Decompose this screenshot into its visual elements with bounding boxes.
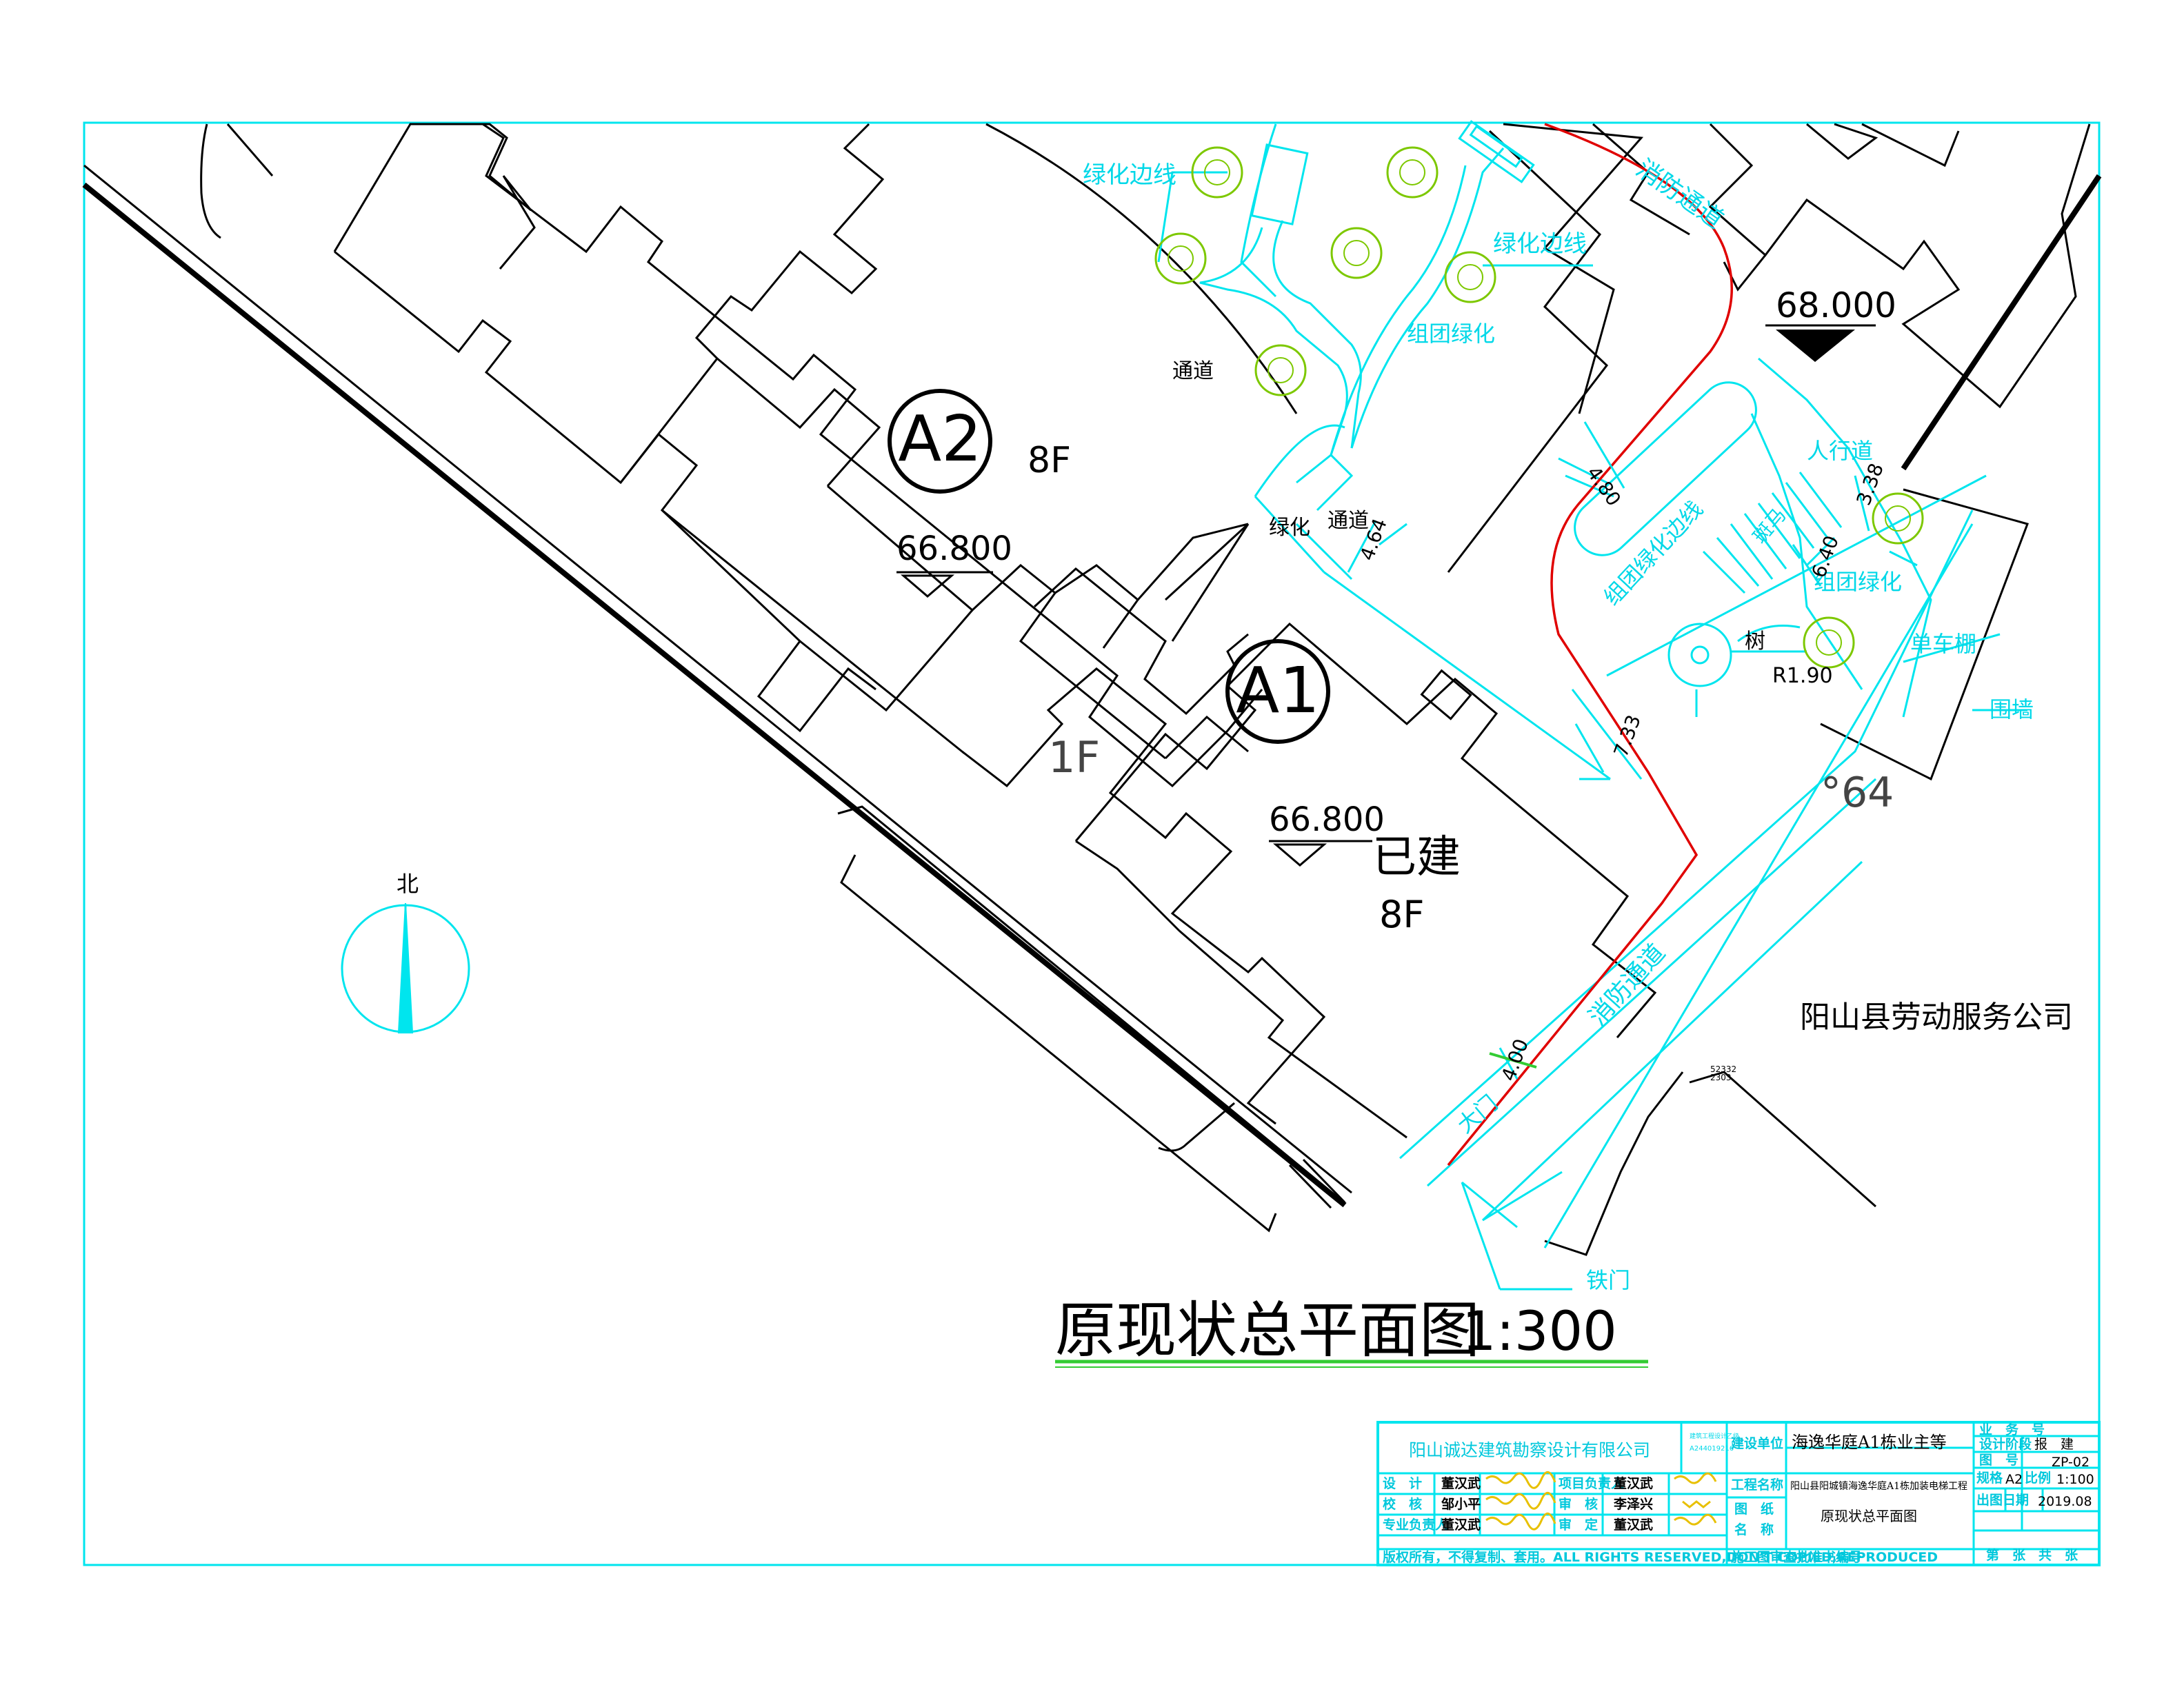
tb-drawing-name: 原现状总平面图 [1821, 1508, 1917, 1524]
tb-sheet-label: 第 张 共 张 [1986, 1547, 2078, 1563]
dim-r1-90: R1.90 [1772, 664, 1833, 688]
small-note-1: 52332 [1710, 1064, 1736, 1074]
dimension-ticks [1347, 421, 1870, 1080]
small-note-2: 2303 [1710, 1073, 1732, 1082]
group-green-label-1: 组团绿化 [1407, 321, 1495, 347]
tb-role-review-name: 李泽兴 [1613, 1497, 1653, 1512]
passage-label-1: 通道 [1172, 359, 1214, 383]
bike-shed-label: 单车棚 [1910, 631, 1976, 657]
road-edge [82, 123, 1352, 1233]
tb-copyright: 版权所有，不得复制、套用。ALL RIGHTS RESERVED,DON'T C… [1383, 1549, 1938, 1565]
tb-role-approve: 审 定 [1559, 1517, 1598, 1533]
greening-label: 绿化 [1269, 516, 1310, 540]
a1-status: 已建 [1372, 832, 1461, 883]
tb-date-label: 出图日期 [1976, 1492, 2029, 1508]
building-a1-outline [1074, 622, 1657, 1139]
north-arrow [341, 902, 470, 1033]
a1-label: A1 [1236, 654, 1319, 727]
tb-role-approve-name: 董汉武 [1614, 1517, 1653, 1533]
a2-elevation: 66.800 [896, 529, 1012, 568]
site-elevation: 68.000 [1776, 285, 1896, 325]
tb-role-check-name: 邹小平 [1441, 1496, 1481, 1512]
a1-floors: 8F [1379, 893, 1424, 936]
tb-number: ZP-02 [2052, 1455, 2090, 1470]
tb-number-label: 图 号 [1979, 1453, 2018, 1468]
tb-stage: 报 建 [2034, 1437, 2074, 1452]
tb-role-project-lead: 项目负责人 [1559, 1475, 1625, 1491]
tree-label: 树 [1745, 629, 1765, 654]
tb-client-label: 建设单位 [1731, 1435, 1783, 1451]
tb-approval-no: 施工图审查批准书编号 [1731, 1549, 1862, 1565]
title-block [1376, 1421, 2101, 1566]
a2-label: A2 [898, 402, 981, 476]
tb-scale: 1:100 [2056, 1472, 2094, 1487]
iron-gate-label: 铁门 [1586, 1267, 1630, 1293]
tb-size: A2 [2005, 1472, 2023, 1487]
tb-cert-2: A244019216 [1690, 1445, 1734, 1453]
fire-lane-label-1: 消防通道 [1631, 154, 1728, 234]
neighbor-label: 阳山县劳动服务公司 [1800, 1000, 2073, 1035]
group-green-label-2: 组团绿化 [1814, 569, 1902, 595]
drawing-title: 原现状总平面图 [1055, 1295, 1480, 1366]
tb-company: 阳山诚达建筑勘察设计有限公司 [1409, 1440, 1650, 1460]
drawing-border [83, 121, 2101, 1566]
tb-role-project-lead-name: 董汉武 [1614, 1476, 1653, 1491]
green-line-label-2: 绿化边线 [1493, 230, 1587, 258]
tb-drawing-label-1: 图 纸 [1734, 1501, 1774, 1517]
drawing-title-scale: 1:300 [1462, 1301, 1617, 1363]
a2-floors: 8F [1028, 440, 1071, 481]
tb-role-check: 校 核 [1383, 1496, 1422, 1512]
trees [1154, 146, 1924, 669]
tb-scale-label: 比例 [2025, 1470, 2051, 1486]
tb-client: 海逸华庭A1栋业主等 [1792, 1433, 1947, 1452]
building-markers [888, 389, 1330, 744]
gate-structure [837, 805, 1876, 1256]
north-label: 北 [397, 871, 419, 897]
tb-size-label: 规格 [1976, 1470, 2003, 1486]
tb-cert-1: 建筑工程设计乙级 [1690, 1432, 1739, 1440]
elevation-triangles [896, 324, 1876, 867]
dim-4-00: 4.00 [1497, 1036, 1533, 1084]
a1-elevation: 66.800 [1269, 800, 1385, 839]
tb-role-review: 审 核 [1559, 1496, 1598, 1512]
gate-label: 大门 [1452, 1090, 1503, 1138]
podium-floors: 1F [1048, 732, 1100, 782]
northeast-buildings [1447, 123, 2102, 781]
fire-lane-line [1447, 123, 1733, 1166]
corner-number: °64 [1821, 769, 1894, 817]
tb-role-specialty-name: 董汉武 [1441, 1517, 1481, 1533]
tb-role-specialty: 专业负责人 [1383, 1517, 1449, 1533]
signatures [1485, 1471, 1717, 1531]
tb-project: 阳山县阳城镇海逸华庭A1栋加装电梯工程 [1790, 1480, 1967, 1492]
tb-drawing-label-2: 名 称 [1734, 1522, 1774, 1537]
building-a2-outline [333, 123, 1326, 1125]
tb-profession-label: 业 务 号 [1979, 1422, 2045, 1437]
sidewalk-label: 人行道 [1807, 438, 1873, 464]
wall-label: 围墙 [1990, 696, 2034, 723]
green-line-label-1: 绿化边线 [1083, 161, 1176, 189]
tb-role-design: 设 计 [1383, 1476, 1422, 1491]
landscape-lines [985, 120, 2027, 1291]
tb-project-label: 工程名称 [1731, 1477, 1783, 1493]
tb-role-design-name: 董汉武 [1441, 1476, 1481, 1491]
tb-date: 2019.08 [2038, 1494, 2092, 1509]
passage-label-2: 通道 [1328, 509, 1369, 533]
dim-3-38: 3.38 [1852, 461, 1888, 509]
tb-stage-label: 设计阶段 [1979, 1436, 2032, 1452]
